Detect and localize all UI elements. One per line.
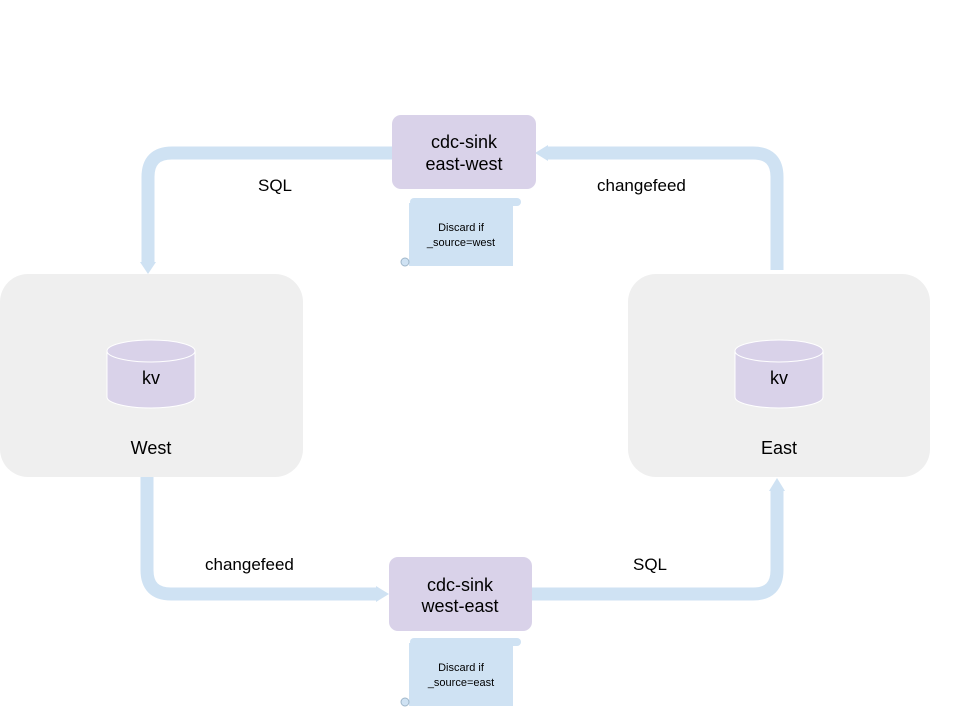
flow-sql-to-east bbox=[532, 489, 784, 601]
region-east-label: East bbox=[761, 438, 797, 458]
arrowhead-into-east bbox=[769, 478, 785, 491]
sink-west-east: cdc-sink west-east bbox=[389, 557, 532, 631]
db-west-body bbox=[106, 351, 196, 409]
flow-changefeed-from-west bbox=[140, 476, 378, 601]
note-east-west-line1: Discard if bbox=[438, 222, 485, 234]
sink-east-west-line1: cdc-sink bbox=[431, 132, 498, 152]
note-west-east: Discard if _source=east bbox=[400, 638, 521, 707]
region-west-label: West bbox=[131, 438, 172, 458]
note-west-east-line2: _source=east bbox=[427, 677, 494, 689]
note-west-east-body bbox=[409, 643, 513, 706]
note-east-west: Discard if _source=west bbox=[400, 198, 521, 267]
flow-arrowheads bbox=[140, 145, 785, 602]
db-west-label: kv bbox=[142, 368, 160, 388]
flow-changefeed-from-east bbox=[546, 146, 784, 270]
edge-label-top-left: SQL bbox=[258, 176, 292, 195]
sink-west-east-box bbox=[389, 557, 532, 631]
sink-west-east-line2: west-east bbox=[420, 596, 498, 616]
db-east-body bbox=[734, 351, 824, 409]
db-east: kv bbox=[734, 339, 824, 409]
note-east-west-line2: _source=west bbox=[426, 237, 495, 249]
edge-label-bottom-right: SQL bbox=[633, 555, 667, 574]
sink-west-east-line1: cdc-sink bbox=[427, 575, 494, 595]
region-west: kv West bbox=[0, 274, 303, 477]
arrowhead-into-west bbox=[140, 262, 156, 274]
note-west-east-bottom-curl bbox=[400, 697, 410, 707]
sink-east-west-line2: east-west bbox=[425, 154, 502, 174]
db-west-top bbox=[106, 339, 196, 363]
flow-connectors bbox=[140, 146, 784, 601]
db-west: kv bbox=[106, 339, 196, 409]
note-east-west-body bbox=[409, 203, 513, 266]
arrowhead-into-sink-west-east bbox=[376, 586, 389, 602]
db-east-label: kv bbox=[770, 368, 788, 388]
note-west-east-line1: Discard if bbox=[438, 662, 485, 674]
region-east: kv East bbox=[628, 274, 930, 477]
db-east-top bbox=[734, 339, 824, 363]
arrowhead-into-sink-east-west bbox=[535, 145, 548, 161]
sink-east-west: cdc-sink east-west bbox=[392, 115, 536, 189]
flow-sql-to-west bbox=[141, 146, 392, 262]
sink-east-west-box bbox=[392, 115, 536, 189]
edge-label-bottom-left: changefeed bbox=[205, 555, 294, 574]
edge-label-top-right: changefeed bbox=[597, 176, 686, 195]
note-east-west-bottom-curl bbox=[400, 257, 410, 267]
